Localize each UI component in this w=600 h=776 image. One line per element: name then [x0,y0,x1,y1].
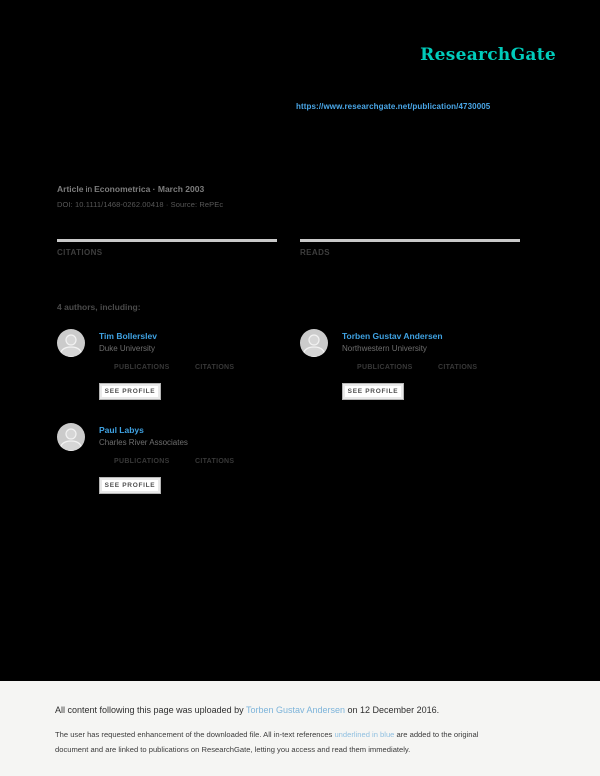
author-card: Torben Gustav Andersen Northwestern Univ… [300,328,535,408]
citations-label: CITATIONS [195,364,235,371]
upload-notice-footer: All content following this page was uplo… [0,681,600,776]
citations-divider [57,239,277,242]
authors-heading: 4 authors, including: [57,302,141,312]
author-avatar-icon [57,329,85,357]
upload-notice-prefix: All content following this page was uplo… [55,705,246,715]
underlined-in-blue-text: underlined in blue [334,730,395,739]
citations-label: CITATIONS [57,248,103,257]
author-name-link[interactable]: Tim Bollerslev [99,331,157,341]
author-avatar-icon [300,329,328,357]
see-profile-button[interactable]: SEE PROFILE [342,383,404,400]
enhancement-note-part2: are added to the original document and a… [55,730,479,754]
author-affiliation: Northwestern University [342,344,427,353]
see-profile-button[interactable]: SEE PROFILE [99,477,161,494]
author-card: Paul Labys Charles River Associates PUBL… [57,422,292,502]
citations-label: CITATIONS [195,458,235,465]
author-card: Tim Bollerslev Duke University PUBLICATI… [57,328,292,408]
author-name-link[interactable]: Paul Labys [99,425,144,435]
citations-label: CITATIONS [438,364,478,371]
author-affiliation: Charles River Associates [99,438,188,447]
publications-label: PUBLICATIONS [114,364,170,371]
article-journal-date: Econometrica · March 2003 [94,184,205,194]
enhancement-note: The user has requested enhancement of th… [55,727,495,757]
publications-label: PUBLICATIONS [114,458,170,465]
enhancement-note-part1: The user has requested enhancement of th… [55,730,335,739]
article-type-label: Article [57,184,84,194]
reads-label: READS [300,248,331,257]
article-in-label: in [85,184,93,194]
upload-notice-line: All content following this page was uplo… [55,705,439,715]
publications-label: PUBLICATIONS [357,364,413,371]
reads-divider [300,239,520,242]
doi-source-line: DOI: 10.1111/1468-0262.00418 · Source: R… [57,200,224,209]
see-profile-button[interactable]: SEE PROFILE [99,383,161,400]
author-avatar-icon [57,423,85,451]
uploader-name-link[interactable]: Torben Gustav Andersen [245,705,346,715]
author-name-link[interactable]: Torben Gustav Andersen [342,331,443,341]
upload-notice-suffix: on 12 December 2016. [345,705,440,715]
publication-url-link[interactable]: https://www.researchgate.net/publication… [296,102,491,111]
author-affiliation: Duke University [99,344,156,353]
researchgate-logo: ResearchGate [420,45,556,65]
